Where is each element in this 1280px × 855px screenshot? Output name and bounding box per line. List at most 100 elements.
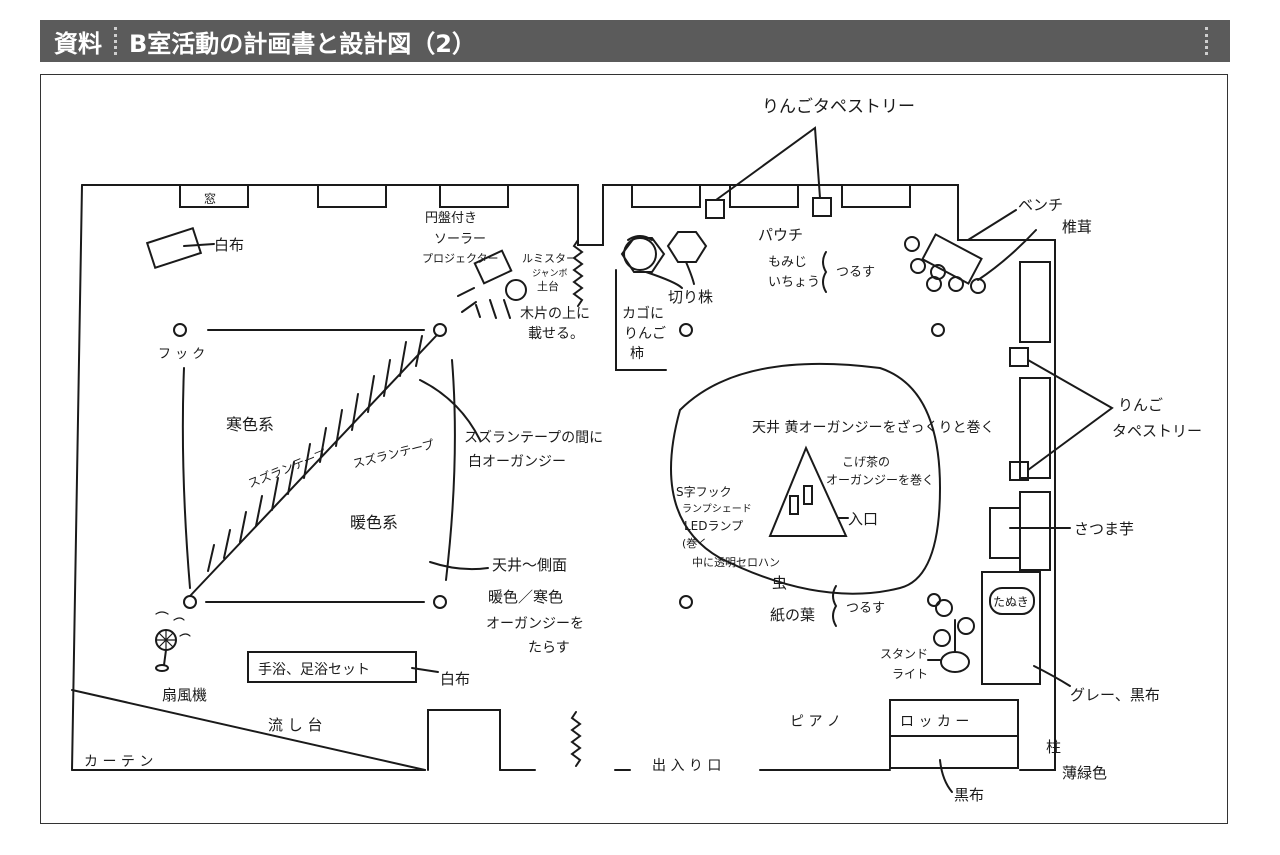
- wood-label-1: 木片の上に: [520, 306, 590, 322]
- shook-label-3: LEDランプ: [684, 519, 743, 533]
- entrance-label: 入口: [848, 510, 878, 528]
- shiitake-leader: [977, 229, 1037, 281]
- footbath-box: [247, 651, 417, 683]
- tape-strands: [207, 335, 423, 572]
- tsurusu-label-1: つるす: [836, 265, 875, 280]
- document-tag: 資料: [54, 29, 102, 58]
- insect-label: 虫: [772, 574, 787, 592]
- white-cloth-box-tl: [145, 226, 203, 270]
- window-3: [439, 184, 509, 208]
- header-separator: [114, 27, 117, 55]
- footbath-label: 手浴、足浴セット: [258, 662, 370, 678]
- bench-label: ベンチ: [1018, 196, 1063, 214]
- stand-light-bulb-2: [957, 617, 975, 635]
- tapestry-top-leader: [715, 126, 821, 201]
- hook-label: フ ッ ク: [158, 347, 205, 362]
- doorway-label: 出 入 り 口: [652, 758, 721, 774]
- sweet-potato-label: さつま芋: [1074, 520, 1134, 538]
- fan-blades: [155, 629, 177, 651]
- shiitake-5: [970, 278, 986, 294]
- icho-label: いちょう: [768, 275, 820, 290]
- kogecha-label-1: こげ茶の: [842, 454, 890, 469]
- lustre-label-2: ジャンボ: [532, 268, 568, 279]
- shook-label-4: (巻く: [682, 537, 708, 550]
- sudare-note-2: 白オーガンジー: [468, 454, 566, 470]
- partition-top: [572, 239, 584, 307]
- ceiling-note-1: 天井 黄オーガンジーをざっくりと巻く: [752, 419, 994, 436]
- locker-box: [889, 699, 1019, 769]
- diagonal-tape-line: [189, 335, 437, 597]
- projector-box: [473, 249, 513, 285]
- cool-colors-label: 寒色系: [226, 415, 274, 434]
- sudare-tape-label-1: スズランテープ: [246, 446, 329, 491]
- window-2: [317, 184, 387, 208]
- stand-light-bulb-1: [935, 599, 953, 617]
- stump-leader: [645, 261, 695, 289]
- basket-bracket: [615, 269, 667, 371]
- piano-label: ピ ア ノ: [790, 714, 841, 730]
- basket-label-3: 柿: [630, 345, 644, 362]
- lustre-label-1: ルミスター: [522, 252, 577, 265]
- curtain-label: カ ー テ ン: [84, 754, 153, 770]
- ceiling-wall-leader: [429, 561, 489, 571]
- hook-line-right: [445, 359, 456, 581]
- wood-label-2: 載せる。: [528, 326, 584, 342]
- ceiling-wall-1: 天井〜側面: [492, 556, 567, 574]
- kogecha-label-2: オーガンジーを巻く: [826, 473, 934, 487]
- stand-light-label-1: スタンド: [880, 647, 928, 661]
- stand-light-base: [940, 651, 970, 673]
- tent-triangle: [768, 445, 848, 537]
- warm-colors-label: 暖色系: [350, 513, 398, 532]
- insect-brace: [832, 585, 838, 627]
- lustre-lamp: [505, 279, 527, 301]
- shiitake-label: 椎茸: [1062, 218, 1092, 236]
- shiitake-6: [926, 276, 942, 292]
- pillar-label-2: 薄緑色: [1062, 764, 1107, 782]
- tapestry-right-2: タペストリー: [1112, 422, 1202, 440]
- white-cloth-tl-label: 白布: [214, 236, 244, 254]
- fan-wind: [155, 611, 191, 637]
- paper-leaves-label: 紙の葉: [770, 606, 815, 624]
- header-end-marks: [1205, 27, 1208, 55]
- tapestry-marker-2: [812, 197, 832, 217]
- light-rays: [457, 287, 511, 319]
- diagram-frame: [40, 74, 1228, 824]
- tsurusu-label-2: つるす: [846, 601, 885, 616]
- stand-light-label-2: ライト: [892, 667, 928, 681]
- projector-label-2: ソーラー: [434, 232, 486, 247]
- lamp-shade-1: [789, 495, 799, 515]
- shiitake-1: [904, 236, 920, 252]
- ceiling-wall-3: オーガンジーを: [486, 616, 584, 632]
- window-5: [729, 184, 799, 208]
- fan-stand: [163, 649, 167, 666]
- pouch-label: パウチ: [758, 226, 803, 244]
- stump-label: 切り株: [668, 288, 713, 306]
- white-cloth-bottom-leader: [411, 667, 439, 673]
- sudare-note-1: スズランテープの間に: [464, 430, 603, 446]
- shook-label-5: 中に透明セロハン: [692, 556, 780, 569]
- bench-leader: [967, 209, 1017, 241]
- tapestry-marker-3: [1009, 347, 1029, 367]
- tapestry-right-1: りんご: [1118, 396, 1163, 414]
- tanuki-label: たぬき: [993, 595, 1029, 609]
- tanuki-box: [989, 587, 1035, 615]
- basket-label-2: りんご: [624, 326, 666, 342]
- pouch-brace: [822, 251, 828, 293]
- locker-label: ロ ッ カ ー: [900, 714, 969, 730]
- sudare-note-leader: [419, 379, 481, 441]
- fan-base: [155, 664, 169, 672]
- basket-hexagon: [620, 237, 666, 273]
- lustre-label-3: 土台: [537, 279, 559, 293]
- shiitake-2: [910, 258, 926, 274]
- fan-label: 扇風機: [162, 686, 207, 704]
- gray-cloth-box: [981, 571, 1041, 685]
- black-cloth-label: 黒布: [954, 786, 984, 804]
- hook-line-left: [181, 367, 191, 589]
- basket-label-1: カゴに: [622, 305, 664, 322]
- page-header: 資料 B室活動の計画書と設計図（2）: [40, 20, 1230, 62]
- window-6: [841, 184, 911, 208]
- black-cloth-leader: [939, 759, 953, 793]
- white-cloth-bottom-label: 白布: [440, 670, 470, 688]
- projector-label-1: 円盤付き: [425, 211, 477, 226]
